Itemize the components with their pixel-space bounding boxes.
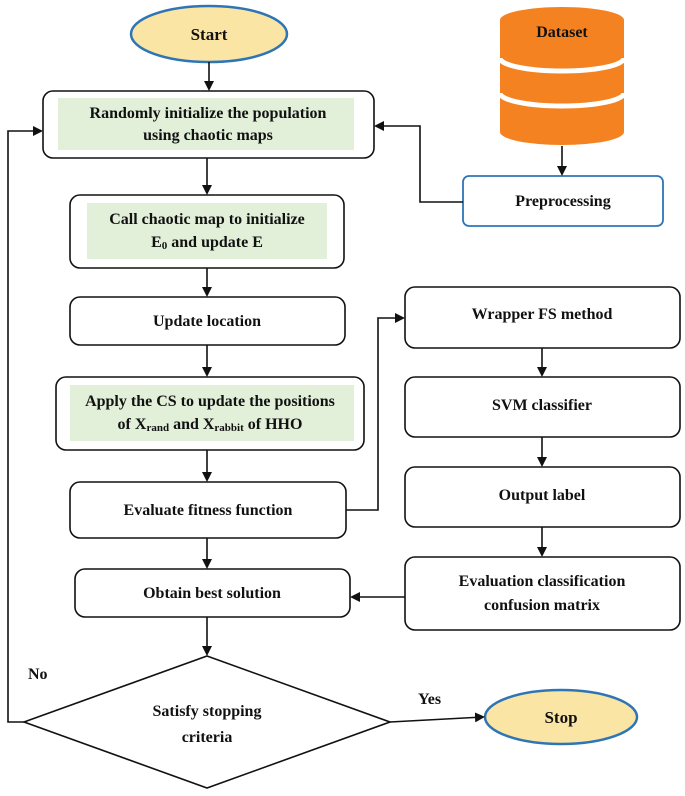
wrapper-fs-box: Wrapper FS method: [404, 286, 681, 349]
stop-label: Stop: [544, 708, 577, 727]
update-location-label: Update location: [153, 313, 261, 330]
dataset-label: Dataset: [536, 24, 588, 41]
chaotic-map-box: Call chaotic map to initialize E0 and up…: [69, 194, 345, 269]
evaluate-fitness-label: Evaluate fitness function: [124, 502, 293, 519]
eval-classification-line2: confusion matrix: [484, 597, 600, 614]
connectors: [7, 62, 567, 723]
preprocessing-label: Preprocessing: [515, 193, 610, 210]
eval-classification-box: Evaluation classification confusion matr…: [404, 556, 681, 631]
eval-classification-line1: Evaluation classification: [459, 573, 626, 590]
stop-terminal: Stop: [483, 688, 639, 746]
output-label-box: Output label: [404, 466, 681, 528]
apply-cs-line1: Apply the CS to update the positions: [85, 393, 335, 410]
svm-classifier-label: SVM classifier: [492, 397, 592, 414]
init-population-line1: Randomly initialize the population: [90, 105, 327, 122]
update-location-box: Update location: [69, 296, 346, 346]
stopping-criteria-decision: Satisfy stopping criteria: [21, 655, 393, 789]
stopping-line2: criteria: [182, 729, 233, 746]
best-solution-box: Obtain best solution: [74, 568, 351, 618]
svm-classifier-box: SVM classifier: [404, 376, 681, 438]
arrow-yes-to-stop: [389, 712, 485, 723]
evaluate-fitness-box: Evaluate fitness function: [69, 481, 347, 539]
apply-cs-line2: of Xrand and Xrabbit of HHO: [118, 416, 303, 434]
arrow-evaluate-to-wrapper: [346, 313, 405, 511]
yes-label: Yes: [418, 691, 441, 708]
arrow-preprocessing-to-init: [374, 121, 463, 203]
best-solution-label: Obtain best solution: [143, 585, 281, 602]
chaotic-map-line2: E0 and update E: [151, 234, 263, 252]
arrow-no-loop: [7, 126, 43, 723]
wrapper-fs-label: Wrapper FS method: [472, 306, 613, 323]
preprocessing-box: Preprocessing: [462, 175, 664, 227]
dataset-cylinder-icon: Dataset: [497, 7, 627, 145]
stopping-line1: Satisfy stopping: [153, 703, 262, 720]
output-label-text: Output label: [499, 487, 586, 504]
no-label: No: [28, 666, 48, 683]
chaotic-map-line1: Call chaotic map to initialize: [109, 211, 305, 228]
start-terminal: Start: [129, 4, 289, 64]
init-population-box: Randomly initialize the population using…: [42, 90, 375, 159]
start-label: Start: [191, 25, 228, 44]
apply-cs-box: Apply the CS to update the positions of …: [55, 376, 365, 451]
init-population-line2: using chaotic maps: [143, 127, 273, 144]
